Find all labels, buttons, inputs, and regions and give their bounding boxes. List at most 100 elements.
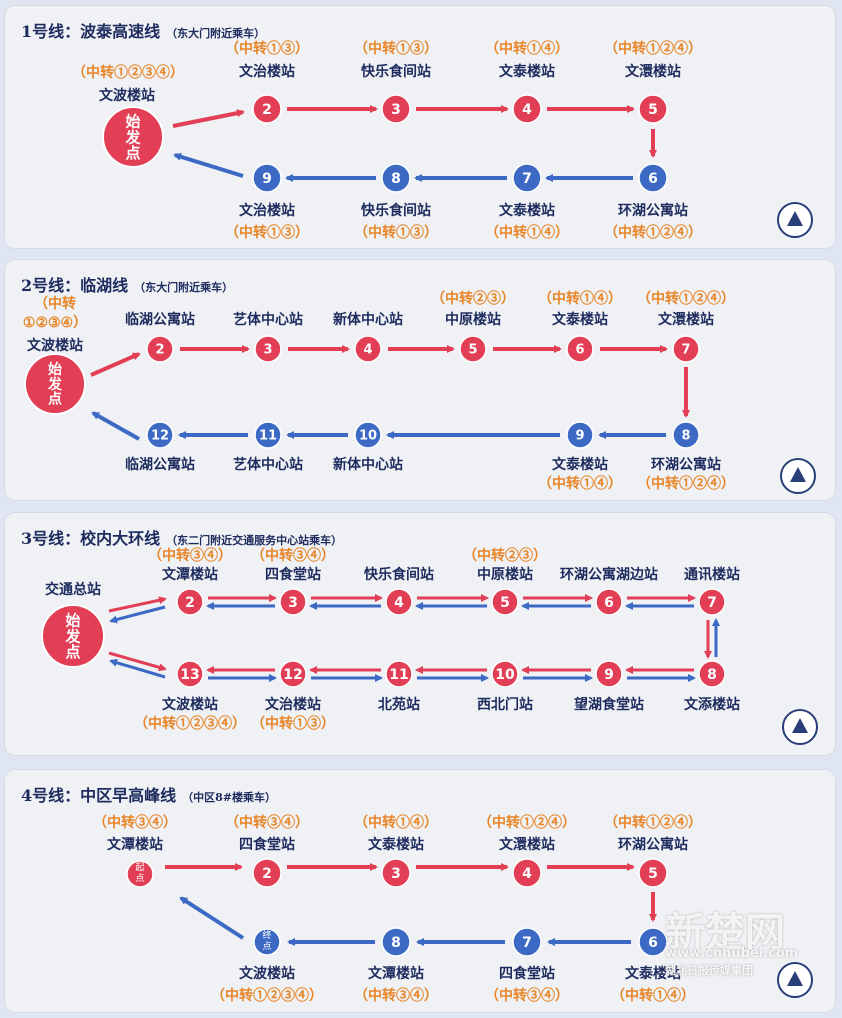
station-10: 10 <box>491 660 519 688</box>
station-number: 9 <box>262 171 272 187</box>
station-name: 文泰楼站 <box>625 965 681 982</box>
station-circle <box>512 927 542 957</box>
station-circle <box>566 335 594 363</box>
transfer-label: （中转①②④） <box>637 475 735 492</box>
station-6: 6 <box>638 163 668 193</box>
route-1-map: 始发点（中转①②③④）文波楼站2（中转①③）文治楼站3（中转①③）快乐食间站4（… <box>72 40 702 241</box>
station-5: 5 <box>491 588 519 616</box>
start-label-char: 发 <box>64 627 81 645</box>
station-5: 5 <box>638 858 668 888</box>
station-circle <box>279 588 307 616</box>
station-number: 4 <box>522 102 532 118</box>
station-circle <box>279 660 307 688</box>
transfer-label: （中转①③） <box>225 224 309 241</box>
station-name: 西北门站 <box>477 696 533 713</box>
station-number: 9 <box>604 667 614 683</box>
station-circle <box>252 94 282 124</box>
route-4-note: （中区8#楼乘车） <box>182 791 277 804</box>
station-circle <box>512 163 542 193</box>
watermark-url: www.cnhubei.com <box>665 946 799 961</box>
station-number: 6 <box>604 595 614 611</box>
route-3-note: （东二门附近交通服务中心站乘车） <box>166 534 343 547</box>
transfer-label: （中转①③） <box>225 40 309 57</box>
station-name: 四食堂站 <box>265 566 321 583</box>
station-circle <box>698 588 726 616</box>
station-circle <box>566 421 594 449</box>
station-name: 中原楼站 <box>445 311 501 328</box>
station-7: 7 <box>672 335 700 363</box>
station-number: 4 <box>522 866 532 882</box>
start-label-char: 发 <box>124 128 141 146</box>
return-arrow <box>173 152 244 178</box>
station-circle <box>253 928 281 956</box>
station-name: 临湖公寓站 <box>125 456 195 473</box>
station-name: 文泰楼站 <box>552 311 608 328</box>
station-3: 3 <box>381 94 411 124</box>
station-number: 7 <box>522 935 532 951</box>
station-name: 文泰楼站 <box>552 456 608 473</box>
station-circle <box>595 588 623 616</box>
watermark-brand: 新楚网 <box>665 909 785 956</box>
start-circle <box>24 353 86 415</box>
start-name-label: 文波楼站 <box>99 87 155 104</box>
station-3: 3 <box>254 335 282 363</box>
station-9: 9 <box>252 163 282 193</box>
transfer-label: （中转③④） <box>251 547 335 564</box>
station-name: 文治楼站 <box>239 63 295 80</box>
station-number: 10 <box>495 667 515 683</box>
station-8: 8 <box>381 163 411 193</box>
end-node <box>253 928 281 956</box>
start-label-char: 点 <box>125 144 140 162</box>
station-12: 12 <box>279 660 307 688</box>
station-number: 7 <box>707 595 717 611</box>
station-11: 11 <box>254 421 282 449</box>
station-circle <box>385 660 413 688</box>
start-arrow <box>90 352 141 377</box>
station-number: 2 <box>262 102 272 118</box>
station-number: 2 <box>185 595 195 611</box>
station-name: 文治楼站 <box>265 696 321 713</box>
transfer-label: （中转①④） <box>611 987 695 1004</box>
transfer-label: （中转③④） <box>225 814 309 831</box>
station-number: 2 <box>155 343 164 358</box>
station-number: 8 <box>391 171 401 187</box>
station-7: 7 <box>512 927 542 957</box>
transfer-label: （中转②③） <box>431 290 515 307</box>
end-mark: 终 <box>262 929 271 941</box>
start-label-char: 发 <box>47 376 63 393</box>
station-name: 快乐食间站 <box>361 63 431 80</box>
transfer-label: （中转①②④） <box>604 224 702 241</box>
station-6: 6 <box>595 588 623 616</box>
station-name: 文泰楼站 <box>368 836 424 853</box>
start-transfer-label: （中转①②③④） <box>72 64 184 81</box>
station-circle <box>512 858 542 888</box>
station-2: 2 <box>252 94 282 124</box>
station-circle <box>176 588 204 616</box>
station-name: 文治楼站 <box>239 202 295 219</box>
station-circle <box>146 421 174 449</box>
station-name: 文澴楼站 <box>625 63 681 80</box>
station-name: 新体中心站 <box>333 456 403 473</box>
station-name: 环湖公寓站 <box>618 202 688 219</box>
station-circle <box>638 927 668 957</box>
start-node: 始发点 <box>41 604 105 668</box>
station-name: 快乐食间站 <box>364 566 434 583</box>
transfer-label: （中转①④） <box>538 475 622 492</box>
station-name: 艺体中心站 <box>233 311 303 328</box>
station-name: 文潭楼站 <box>162 566 218 583</box>
station-number: 5 <box>648 102 658 118</box>
transfer-label: （中转①④） <box>485 224 569 241</box>
station-circle <box>381 858 411 888</box>
station-9: 9 <box>595 660 623 688</box>
transfer-label: （中转③④） <box>485 987 569 1004</box>
station-number: 10 <box>359 429 377 444</box>
station-name: 望湖食堂站 <box>574 696 644 713</box>
route-3-title: 3号线：校内大环线（东二门附近交通服务中心站乘车） <box>21 529 343 548</box>
station-name: 艺体中心站 <box>233 456 303 473</box>
station-number: 3 <box>391 866 401 882</box>
station-5: 5 <box>459 335 487 363</box>
transfer-label: （中转①②④） <box>637 290 735 307</box>
route-3-map: 始发点交通总站2（中转③④）文潭楼站3（中转③④）四食堂站4快乐食间站5（中转②… <box>41 547 740 732</box>
